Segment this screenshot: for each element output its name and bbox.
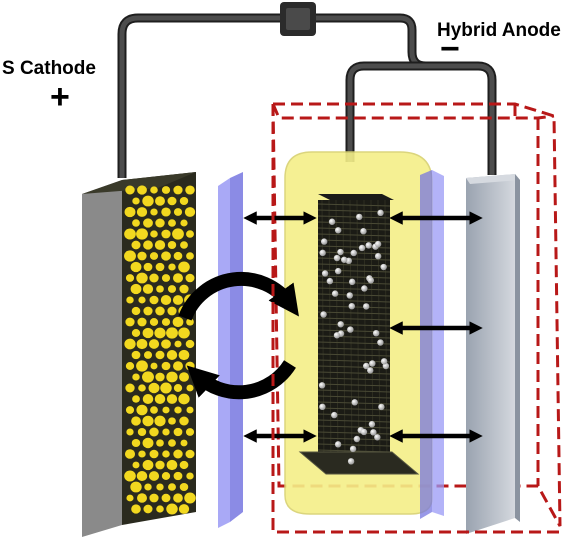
ion-flow-arrows (243, 211, 483, 443)
sulfur-particles (124, 185, 196, 515)
sulfur-cathode (82, 172, 196, 537)
negative-sign: − (440, 30, 460, 68)
hybrid-anode-box-front (271, 104, 560, 534)
anode-label: Hybrid Anode (437, 20, 561, 41)
cycle-arrows-icon (178, 271, 299, 400)
anode-current-collector (466, 174, 520, 534)
positive-sign: + (50, 78, 70, 116)
external-circuit-wire (117, 13, 497, 178)
separator-left (218, 172, 243, 528)
separator-right (420, 170, 444, 519)
wire-connector-icon (280, 2, 316, 36)
cathode-label: S Cathode (2, 58, 96, 79)
graphene-host (298, 194, 420, 475)
